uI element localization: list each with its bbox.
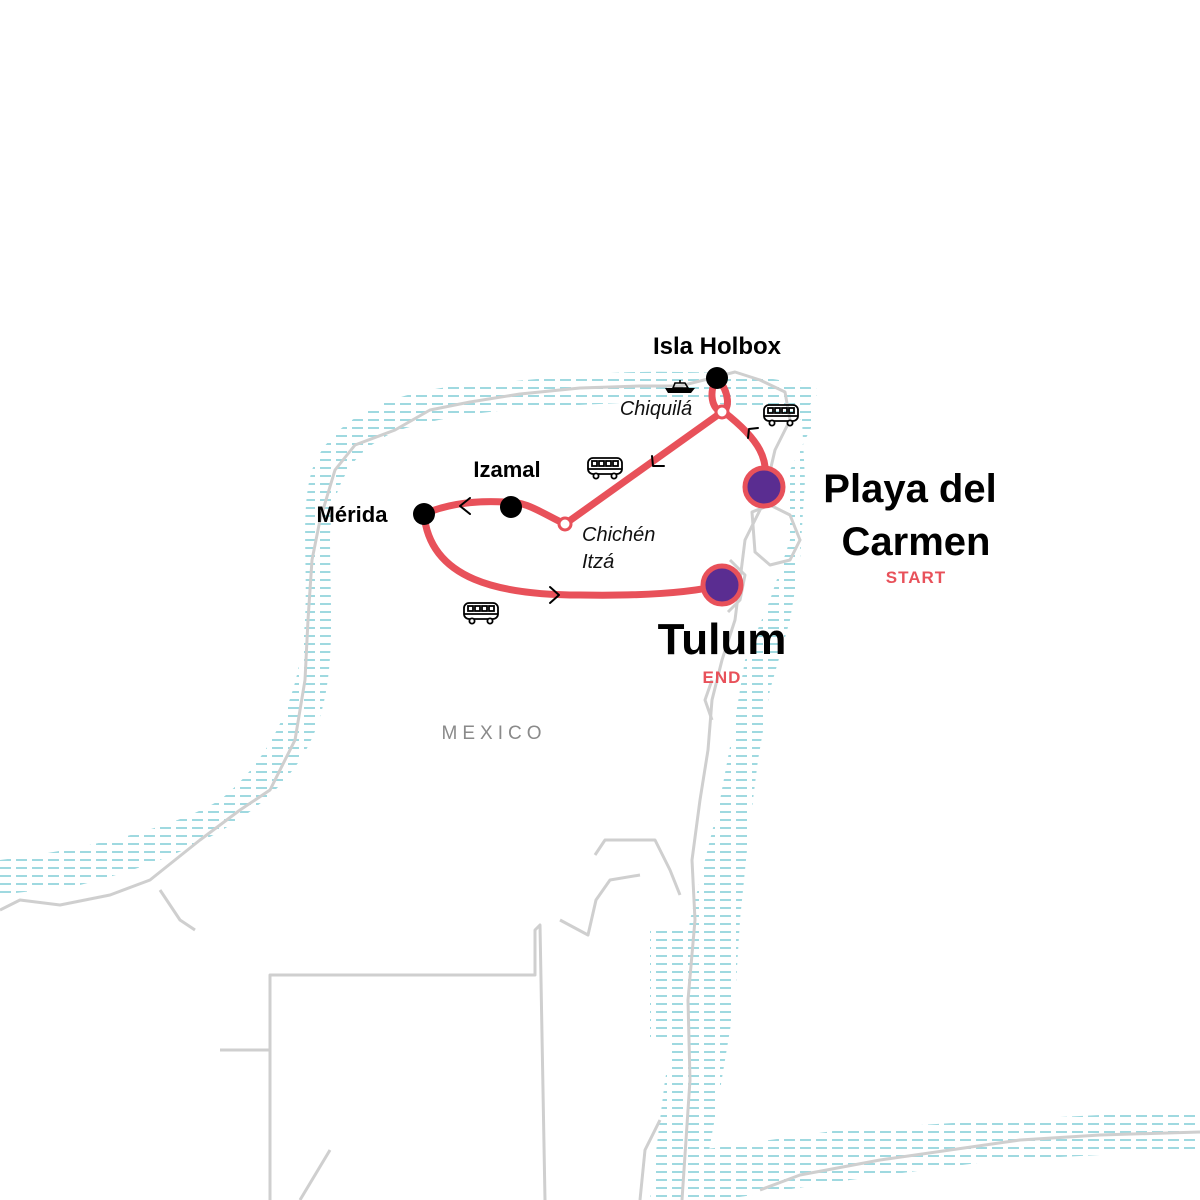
route-segment-merida-to-tulum <box>420 510 726 599</box>
stop-marker-isla-holbox <box>706 367 728 389</box>
stop-marker-izamal <box>500 496 522 518</box>
stop-marker-merida <box>413 503 435 525</box>
bus-icon <box>463 602 499 625</box>
tag-start: START <box>886 568 946 587</box>
label-playa-del-carmen-line2: Carmen <box>842 520 991 564</box>
waypoint-marker-chichen-itza <box>557 516 573 532</box>
label-merida: Mérida <box>317 502 389 527</box>
endpoint-marker-playa-del-carmen <box>742 465 786 509</box>
route-segment-chichen-to-merida <box>420 498 569 528</box>
chevron-icon <box>549 586 560 604</box>
chevron-icon <box>651 455 665 467</box>
label-chiquila: Chiquilá <box>620 398 692 420</box>
label-chichen-itza-line2: Itzá <box>582 551 614 573</box>
bus-icon <box>587 457 623 480</box>
boat-icon <box>665 380 695 393</box>
chevron-icon <box>747 427 759 439</box>
waypoint-marker-chiquila <box>714 404 730 420</box>
label-tulum: Tulum <box>658 615 787 664</box>
label-playa-del-carmen-line1: Playa del <box>823 467 996 511</box>
label-chichen-itza-line1: Chichén <box>582 524 655 546</box>
bus-icon <box>763 404 799 427</box>
label-isla-holbox: Isla Holbox <box>653 333 782 360</box>
tag-end: END <box>703 668 742 687</box>
chevron-icon <box>459 497 471 515</box>
endpoint-marker-tulum <box>700 563 744 607</box>
route-segment-chiquila-to-chichen <box>561 408 726 528</box>
water-hatching <box>0 371 1200 1200</box>
label-izamal: Izamal <box>473 457 540 482</box>
direction-chevrons <box>459 427 759 604</box>
country-label: MEXICO <box>442 723 547 744</box>
